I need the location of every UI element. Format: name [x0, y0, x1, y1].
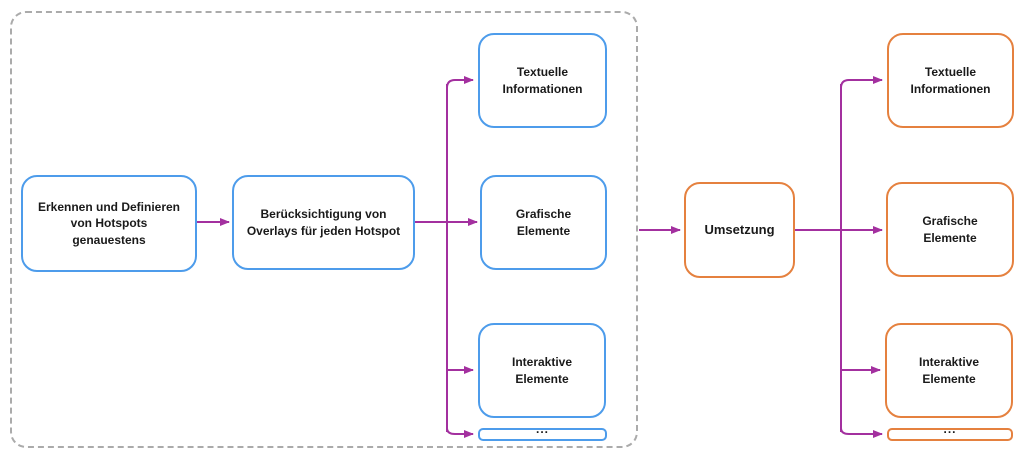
node-planning-more: ... [478, 423, 607, 441]
node-label: Umsetzung [704, 222, 775, 238]
node-label: ... [943, 422, 957, 437]
node-label: Textuelle Informationen [502, 65, 583, 96]
connector-right-to-textuelle [840, 76, 883, 89]
node-implementation-grafische-elemente: Grafische Elemente [886, 182, 1014, 277]
node-implementation-textuelle-informationen: Textuelle Informationen [887, 33, 1014, 128]
node-label: Grafische Elemente [922, 214, 978, 245]
connector-right-to-more [840, 427, 883, 438]
node-label: Erkennen und Definieren von Hotspots gen… [37, 200, 181, 247]
node-planning-interaktive-elemente: Interaktive Elemente [478, 323, 606, 418]
node-label: ... [535, 422, 549, 437]
node-umsetzung: Umsetzung [684, 182, 795, 278]
node-erkennen-definieren: Erkennen und Definieren von Hotspots gen… [21, 175, 197, 272]
node-planning-grafische-elemente: Grafische Elemente [480, 175, 607, 270]
node-beruecksichtigung-overlays: Berücksichtigung von Overlays für jeden … [232, 175, 415, 270]
node-label: Textuelle Informationen [910, 65, 991, 96]
node-label: Interaktive Elemente [511, 355, 573, 386]
node-implementation-interaktive-elemente: Interaktive Elemente [885, 323, 1013, 418]
node-planning-textuelle-informationen: Textuelle Informationen [478, 33, 607, 128]
planning-group-container [10, 11, 638, 448]
node-implementation-more: ... [887, 423, 1013, 441]
node-label: Berücksichtigung von Overlays für jeden … [246, 207, 401, 238]
node-label: Grafische Elemente [515, 207, 572, 238]
node-label: Interaktive Elemente [918, 355, 980, 386]
